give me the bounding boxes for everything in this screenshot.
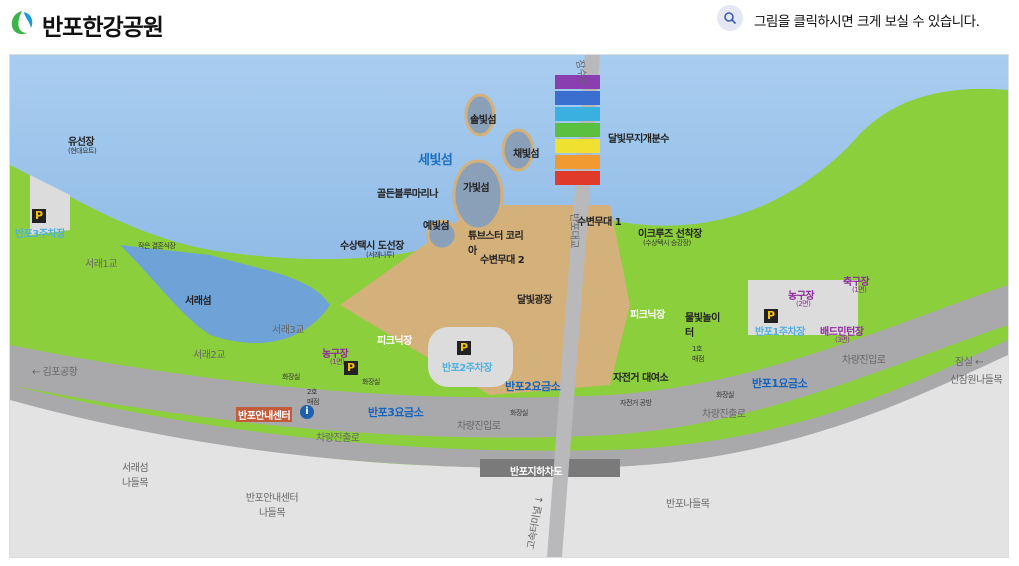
label-golden-blue: 골든블루마리나 — [377, 189, 438, 200]
label-store1: 1호 매점 — [692, 345, 704, 363]
label-stage2: 수변무대 2 — [480, 255, 525, 266]
parking-icon: P — [344, 361, 358, 375]
olympic-road — [10, 285, 1008, 438]
info-icon: i — [300, 405, 314, 419]
label-parking1: 반포1주차장 — [755, 327, 805, 338]
page-title: 반포한강공원 — [42, 15, 164, 41]
label-info-center: 반포안내센터 — [236, 407, 293, 422]
label-stage1: 수변무대 1 — [577, 217, 622, 228]
label-store2: 2호 매점 — [307, 388, 319, 406]
label-water-taxi-sub: (서래나루) — [366, 251, 395, 259]
label-toilet1: 화장실 — [282, 373, 300, 381]
floating-islands — [426, 93, 535, 251]
label-yebitseom: 예빛섬 — [423, 221, 450, 232]
label-banpodaegyo: 반포대교 — [567, 213, 579, 248]
label-exit-road1: 차량진출로 — [316, 433, 360, 444]
underpass — [480, 459, 620, 477]
label-seorae3: 서래3교 — [272, 325, 304, 336]
label-solbitseom: 솔빛섬 — [470, 115, 497, 126]
search-icon[interactable] — [717, 5, 743, 31]
seoul-park-logo — [11, 11, 33, 35]
label-toilet4: 화장실 — [716, 391, 734, 399]
label-banpo-gate: 반포나들목 — [666, 499, 710, 510]
label-seorae2: 서래2교 — [193, 350, 225, 361]
outside-area — [10, 355, 1008, 557]
label-ecruise-sub: (수상택시 승강장) — [643, 239, 691, 247]
label-entry-road1: 차량진입로 — [457, 421, 501, 432]
label-basketball1: 농구장 — [322, 349, 349, 360]
parking2-lot — [428, 327, 513, 387]
label-badminton: 배드민턴장 — [820, 327, 864, 338]
label-underpass: 반포지하차도 — [510, 467, 563, 478]
label-soccer: 축구장 — [843, 277, 870, 288]
label-water-play: 물빛놀이터 — [685, 313, 720, 339]
label-gimpo: ← 김포공항 — [32, 367, 78, 378]
label-jamsil: 잠실 ← — [955, 357, 983, 368]
label-seoraeseom: 서래섬 — [185, 296, 212, 307]
label-sinjangwon: 신잠원나들목 — [950, 375, 1003, 386]
label-tube-star: 튜브스터 코리아 — [468, 231, 524, 257]
label-exit-road2: 차량진출로 — [702, 409, 746, 420]
label-toilet3: 화장실 — [510, 409, 528, 417]
label-yuseonjang: 유선장 — [68, 137, 95, 148]
parking1-lot — [748, 280, 858, 335]
label-gate1: 반포1요금소 — [752, 377, 808, 390]
label-parking2: 반포2주차장 — [442, 363, 492, 374]
seorae-lagoon — [120, 245, 330, 344]
label-toilet2: 화장실 — [362, 378, 380, 386]
label-bike-repair: 자전거 공방 — [620, 399, 652, 407]
label-bike-rental: 자전거 대여소 — [613, 373, 669, 384]
label-soccer-sub: (1면) — [852, 286, 867, 294]
label-ecruise: 이크루즈 선착장 — [638, 229, 702, 240]
label-yuseonjang-sub: (현대요트) — [68, 147, 97, 155]
label-info-gate: 반포안내센터 나들목 — [245, 493, 299, 519]
label-parking3: 반포3주차장 — [15, 229, 65, 240]
label-picnic2: 피크닉장 — [630, 310, 665, 321]
label-seorae-gate: 서래섬 나들목 — [121, 463, 149, 489]
map-drawing — [10, 55, 1008, 557]
label-seorae1: 서래1교 — [85, 259, 117, 270]
label-picnic1: 피크닉장 — [377, 336, 412, 347]
rainbow-fountain — [555, 75, 600, 185]
label-entry-road2: 차량진입로 — [842, 355, 886, 366]
parking-icon: P — [457, 341, 471, 355]
label-gate3: 반포3요금소 — [368, 406, 424, 419]
label-chaebitseom: 채빛섬 — [513, 149, 540, 160]
parking-icon: P — [764, 309, 778, 323]
label-basketball2: 농구장 — [788, 291, 815, 302]
park-map-image[interactable]: 유선장 (현대요트) P 반포3주차장 작은 결혼식장 서래1교 서래섬 서래3… — [9, 54, 1009, 558]
label-small-wedding: 작은 결혼식장 — [138, 242, 176, 250]
label-basketball1-sub: (1면) — [330, 358, 345, 366]
label-water-taxi: 수상택시 도선장 — [340, 241, 404, 252]
enlarge-hint: 그림을 클릭하시면 크게 보실 수 있습니다. — [754, 14, 980, 30]
label-gate2: 반포2요금소 — [505, 380, 561, 393]
label-gabitseom: 가빛섬 — [463, 183, 490, 194]
label-moonlight-fountain: 달빛무지개분수 — [608, 134, 669, 145]
label-moonlight-square: 달빛광장 — [517, 295, 552, 306]
label-badminton-sub: (3면) — [835, 336, 850, 344]
label-basketball2-sub: (2면) — [796, 300, 811, 308]
parking-icon: P — [32, 209, 46, 223]
moonlight-square-area — [340, 205, 630, 395]
label-sebitseom: 세빛섬 — [418, 153, 453, 168]
